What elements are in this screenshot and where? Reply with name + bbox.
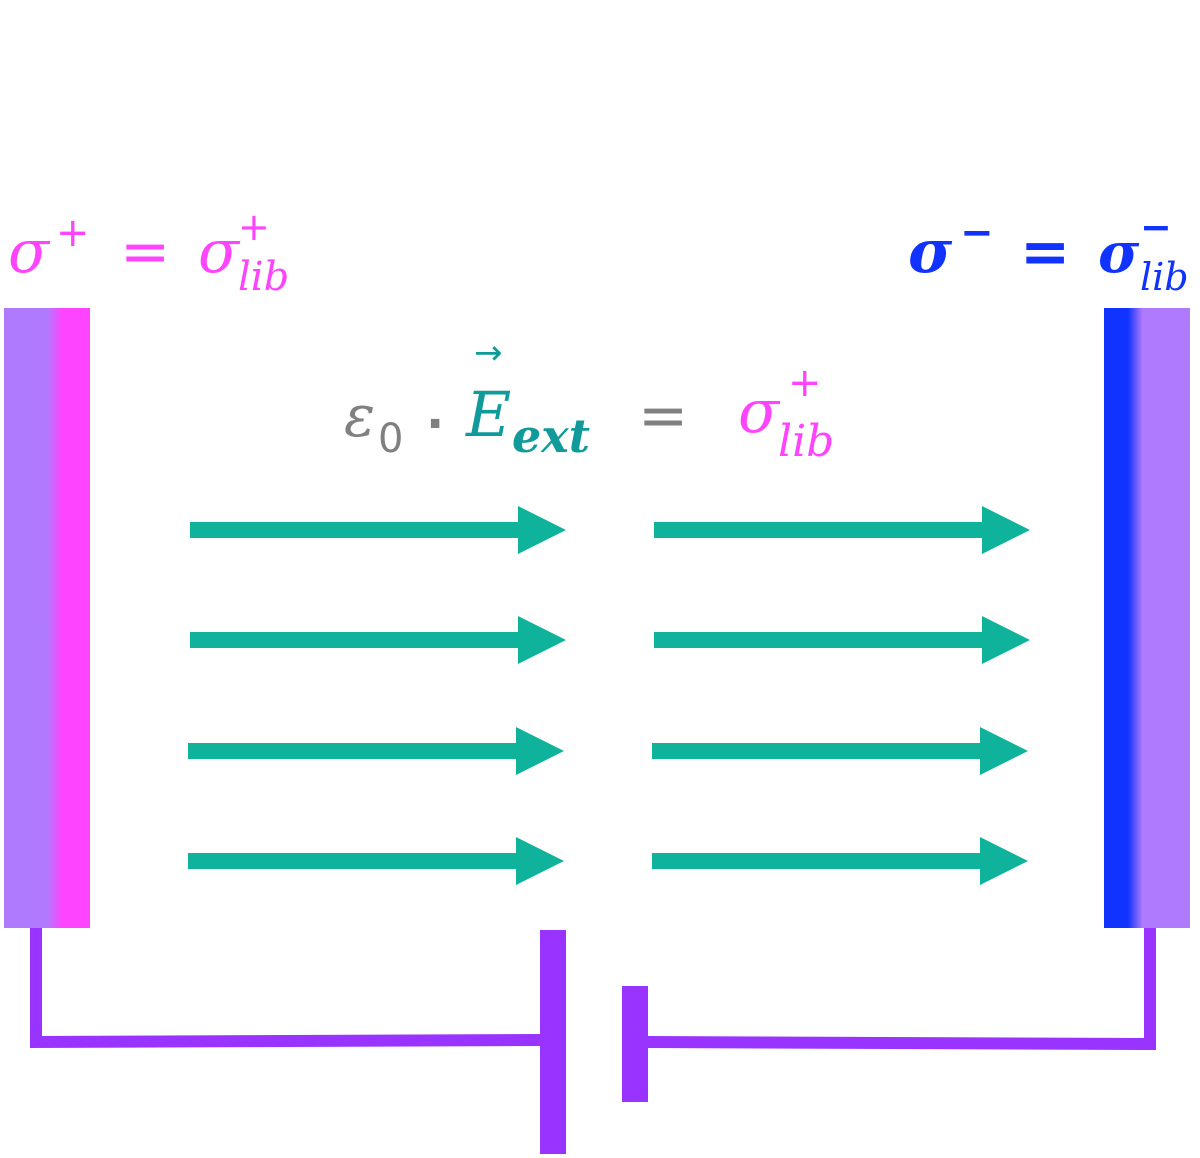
subscript-lib: lib bbox=[1140, 255, 1189, 299]
superscript-plus: + bbox=[56, 210, 90, 256]
field-arrow bbox=[188, 727, 564, 775]
equals: = bbox=[638, 381, 688, 451]
left-wire bbox=[30, 928, 543, 1049]
superscript-plus: + bbox=[238, 205, 270, 249]
equals: = bbox=[1020, 217, 1070, 287]
field-arrow bbox=[190, 506, 566, 554]
field-arrow bbox=[188, 837, 564, 885]
superscript-minus: − bbox=[1140, 205, 1172, 249]
epsilon: ε bbox=[344, 382, 375, 450]
field-arrow bbox=[652, 837, 1028, 885]
negative-charge-label: σ − = σ − lib bbox=[908, 205, 1189, 299]
subscript-lib: lib bbox=[238, 254, 289, 300]
field-subscript: ext bbox=[512, 409, 590, 463]
field-symbol: E bbox=[465, 378, 511, 451]
field-arrow bbox=[190, 616, 566, 664]
field-arrow bbox=[652, 727, 1028, 775]
sigma-lib: σ bbox=[198, 217, 241, 287]
superscript-minus: − bbox=[960, 210, 994, 256]
epsilon-subscript: 0 bbox=[378, 416, 403, 462]
vector-arrow: → bbox=[474, 333, 503, 373]
superscript-plus: + bbox=[788, 360, 822, 406]
battery-circuit bbox=[30, 928, 1156, 1154]
right-wire bbox=[645, 928, 1156, 1051]
negative-plate bbox=[1104, 308, 1190, 928]
sigma-lib: σ bbox=[1098, 220, 1140, 286]
subscript-lib: lib bbox=[778, 416, 834, 467]
positive-plate bbox=[4, 308, 90, 928]
sigma: σ bbox=[738, 377, 781, 447]
battery-negative-terminal bbox=[622, 986, 648, 1102]
field-arrow bbox=[654, 506, 1030, 554]
electric-field-arrows bbox=[188, 506, 1030, 885]
positive-charge-label: σ + = σ + lib bbox=[8, 205, 289, 300]
dot-operator: · bbox=[426, 396, 444, 452]
sigma: σ bbox=[8, 217, 51, 287]
equals: = bbox=[120, 217, 170, 287]
field-formula: ε 0 · E → ext = σ + lib bbox=[344, 333, 834, 467]
battery-positive-terminal bbox=[540, 930, 566, 1154]
sigma: σ bbox=[908, 217, 953, 287]
field-arrow bbox=[654, 616, 1030, 664]
